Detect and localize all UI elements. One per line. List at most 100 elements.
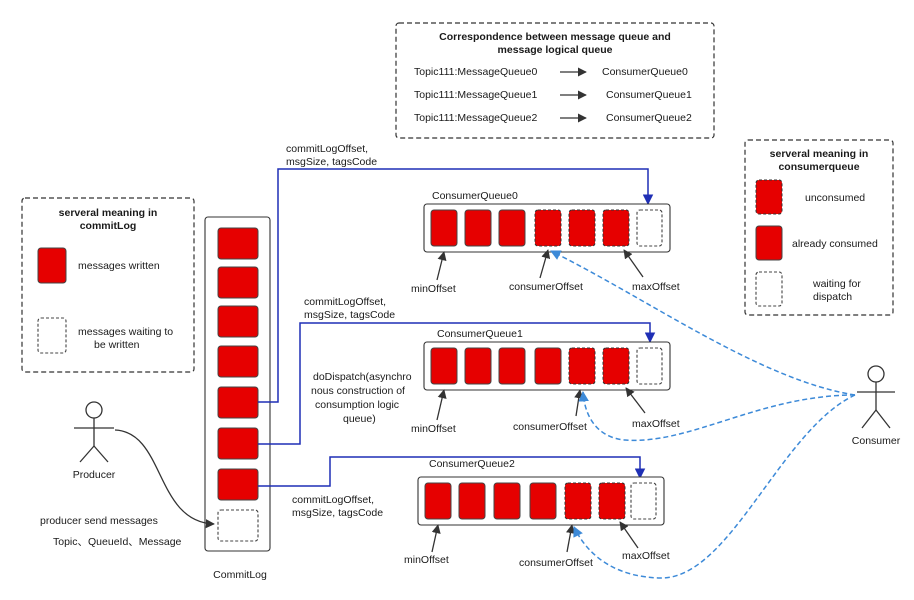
correspondence-title-1: Correspondence between message queue and [439, 31, 671, 43]
cq2-max-label: maxOffset [622, 550, 670, 562]
legend-waiting-swatch [37, 317, 67, 354]
consumer-actor-icon [857, 365, 895, 429]
producer: Producer producer send messages Topic、Qu… [40, 401, 215, 548]
consumer-queue-1: ConsumerQueue1 minOffset consumerOffset … [411, 328, 680, 435]
cq0-max-pointer [623, 249, 644, 278]
cq0-offset-label-1: commitLogOffset, [286, 143, 368, 155]
cq0-label: ConsumerQueue0 [602, 66, 688, 78]
legend-waiting-dispatch-swatch [755, 271, 783, 307]
cq1-title: ConsumerQueue1 [437, 328, 523, 340]
producer-send-label-2: Topic、QueueId、Message [53, 536, 182, 548]
cq0-max-label: maxOffset [632, 281, 680, 293]
cq0-unconsumed-message [602, 209, 630, 247]
cq1-consumer-pointer [574, 389, 584, 417]
cq1-min-label: minOffset [411, 423, 456, 435]
dispatch-line-cq0 [258, 168, 654, 403]
legend-consumed-label: already consumed [792, 238, 878, 250]
cq2-offset-label-1: commitLogOffset, [292, 494, 374, 506]
cq1-max-label: maxOffset [632, 418, 680, 430]
consumer-pull-arrows [550, 250, 856, 579]
consumer-pull-cq2 [573, 394, 856, 579]
cq0-min-label: minOffset [411, 283, 456, 295]
correspondence-legend: Correspondence between message queue and… [395, 22, 715, 139]
dispatch-line-cq1 [258, 322, 656, 445]
legend-unconsumed-swatch [755, 179, 783, 215]
legend-waiting-label-1: messages waiting to [78, 326, 173, 338]
consumerqueue-legend: serveral meaning in consumerqueue uncons… [744, 139, 894, 316]
cq2-min-label: minOffset [404, 554, 449, 566]
cq2-title: ConsumerQueue2 [429, 458, 515, 470]
mq2-label: Topic111:MessageQueue2 [414, 112, 538, 124]
consumer-queue-2: ConsumerQueue2 minOffset consumerOffset … [404, 458, 670, 569]
cq1-offset-label-1: commitLogOffset, [304, 296, 386, 308]
consumer: Consumer [852, 365, 901, 447]
commitlog-label: CommitLog [213, 569, 267, 581]
cq0-waiting-slot [636, 209, 663, 247]
cq0-consumer-pointer [539, 249, 551, 279]
cq1-consumed-message [464, 347, 492, 385]
consumer-pull-cq0 [550, 250, 856, 396]
dispatch-text-3: consumption logic [315, 399, 399, 411]
cq1-unconsumed-message [602, 347, 630, 385]
commitlog-message [217, 468, 259, 501]
commitlog-waiting-slot [217, 509, 259, 542]
cq2-label: ConsumerQueue2 [606, 112, 692, 124]
commitlog-container [204, 216, 271, 552]
consumer-queue-0: ConsumerQueue0 minOffset consumerOffset … [411, 190, 680, 295]
dispatch-line-cq2 [258, 456, 646, 487]
dispatch-connectors [258, 168, 656, 487]
producer-send-arrow [114, 429, 215, 529]
cq1-consumed-message [498, 347, 526, 385]
legend-written-swatch [37, 247, 67, 284]
cq1-consumer-label: consumerOffset [513, 421, 587, 433]
cq0-title: ConsumerQueue0 [432, 190, 518, 202]
legend-unconsumed-label: unconsumed [805, 192, 865, 204]
cq0-consumed-message [430, 209, 458, 247]
cq2-consumed-message [458, 482, 486, 520]
producer-actor-icon [74, 401, 114, 463]
dispatch-description: doDispatch(asynchro nous construction of… [311, 371, 412, 425]
cq0-consumed-message [464, 209, 492, 247]
cq0-consumed-message [498, 209, 526, 247]
cq2-consumer-pointer [566, 524, 575, 553]
cq2-consumer-label: consumerOffset [519, 557, 593, 569]
cq2-offset-label-2: msgSize, tagsCode [292, 507, 383, 519]
dispatch-text-1: doDispatch(asynchro [313, 371, 412, 383]
cq0-unconsumed-message [534, 209, 562, 247]
cq0-consumer-label: consumerOffset [509, 281, 583, 293]
cq2-consumed-message [424, 482, 452, 520]
dispatch-text-4: queue) [343, 413, 376, 425]
commitlog-legend-title-1: serveral meaning in [59, 207, 158, 219]
cq2-min-pointer [431, 524, 441, 553]
cq2-consumed-message [493, 482, 521, 520]
cq2-unconsumed-message [564, 482, 592, 520]
cq2-waiting-slot [630, 482, 657, 520]
cq1-consumed-message [430, 347, 458, 385]
commitlog-message [217, 305, 259, 338]
cq0-unconsumed-message [568, 209, 596, 247]
cq1-min-pointer [436, 389, 447, 421]
consumer-label: Consumer [852, 435, 901, 447]
commitlog-message [217, 266, 259, 299]
commitlog-message [217, 227, 259, 260]
cq1-offset-label-2: msgSize, tagsCode [304, 309, 395, 321]
cq2-max-pointer [619, 521, 639, 549]
cq1-unconsumed-message [568, 347, 596, 385]
commitlog-message [217, 386, 259, 419]
commitlog-message [217, 427, 259, 460]
producer-send-label-1: producer send messages [40, 515, 158, 527]
commitlog-legend-title-2: commitLog [80, 220, 137, 232]
cq1-label: ConsumerQueue1 [606, 89, 692, 101]
cq1-consumed-message [534, 347, 562, 385]
cq1-max-pointer [625, 387, 646, 414]
legend-written-label: messages written [78, 260, 160, 272]
legend-waiting-dispatch-label-1: waiting for [812, 278, 861, 290]
cq-legend-title-2: consumerqueue [778, 161, 859, 173]
cq0-min-pointer [436, 251, 447, 281]
legend-consumed-swatch [755, 225, 783, 261]
mq1-label: Topic111:MessageQueue1 [414, 89, 538, 101]
consumer-pull-cq1 [578, 390, 856, 442]
cq1-waiting-slot [636, 347, 663, 385]
correspondence-title-2: message logical queue [498, 44, 613, 56]
